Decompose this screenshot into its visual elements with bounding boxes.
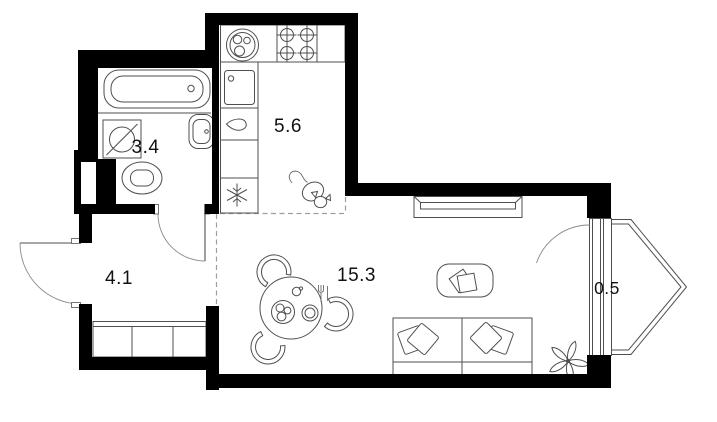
bathtub-icon (98, 69, 211, 114)
burner (277, 43, 297, 62)
balcony-door-arc-icon (536, 224, 590, 264)
pillow-icon (407, 323, 439, 355)
toilet-icon (121, 161, 163, 195)
room-area-balcony: 0.5 (594, 278, 620, 298)
entrance-door-icon (19, 238, 81, 308)
burner (297, 43, 317, 62)
cat-icon (288, 170, 332, 209)
shaft-pillar (96, 159, 116, 210)
burner (277, 25, 297, 45)
bay-window-icon (612, 219, 688, 355)
water-drop-icon (225, 118, 247, 131)
plate-icon (271, 300, 295, 324)
bathroom-door-icon (153, 204, 210, 262)
room-area-living-room: 15.3 (337, 265, 376, 286)
plate-icon (301, 304, 319, 322)
stove-icon (277, 25, 317, 62)
chair-icon (250, 330, 286, 365)
kitchen-round-sink-icon (226, 28, 259, 62)
under-counter-appliance-icon (224, 70, 255, 105)
refrigerator-snowflake-icon (226, 183, 248, 207)
balcony-window (589, 218, 612, 356)
room-area-bathroom: 3.4 (132, 137, 160, 158)
dining-set (250, 254, 354, 365)
room-area-hallway: 4.1 (105, 268, 133, 289)
walls (74, 13, 611, 390)
room-area-kitchen: 5.6 (274, 116, 302, 137)
book-icon (456, 272, 478, 294)
burner (297, 25, 317, 45)
sofa-icon (392, 317, 533, 377)
chair-icon (323, 296, 354, 332)
tv-icon (413, 196, 523, 218)
chair-icon (256, 254, 292, 288)
cutlery-icon (318, 285, 328, 302)
pillow-icon (470, 322, 502, 354)
cup-icon (291, 286, 304, 297)
wardrobe (92, 321, 207, 358)
coffee-table-icon (436, 263, 494, 298)
washing-machine-icon (102, 119, 142, 159)
dining-table-icon (259, 276, 323, 340)
bathroom-sink-icon (188, 114, 215, 149)
